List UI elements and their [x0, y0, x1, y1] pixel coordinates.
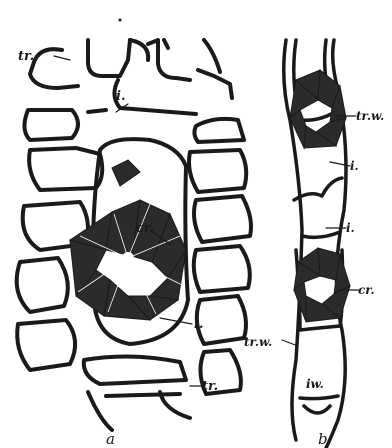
- label-i-upper: i.: [350, 159, 359, 173]
- panel-letter-a: a: [106, 430, 115, 448]
- label-trw-bottom: tr.w.: [244, 335, 272, 349]
- panel-a: tr. i. cr. i. tr. a: [17, 40, 251, 448]
- label-i-top: i.: [116, 89, 125, 104]
- crystal-druse-a: [70, 160, 186, 320]
- label-i-lower: i.: [194, 317, 203, 332]
- label-cr: cr.: [136, 221, 154, 236]
- panel-letter-b: b: [318, 430, 328, 448]
- panel-b: tr.w. i. i. cr. tr.w. iw. b: [244, 40, 384, 448]
- ink-dot: [119, 19, 122, 22]
- label-trw-top: tr.w.: [356, 109, 384, 123]
- crystal-center-b-top: [314, 108, 322, 116]
- label-iw: iw.: [306, 377, 324, 391]
- label-tr-top: tr.: [18, 49, 34, 64]
- label-tr-bottom: tr.: [202, 379, 218, 394]
- label-i-middle: i.: [346, 221, 355, 235]
- crystal-center-b-bottom: [316, 284, 324, 292]
- label-cr-b: cr.: [358, 283, 375, 297]
- crystal-center-a: [122, 252, 134, 264]
